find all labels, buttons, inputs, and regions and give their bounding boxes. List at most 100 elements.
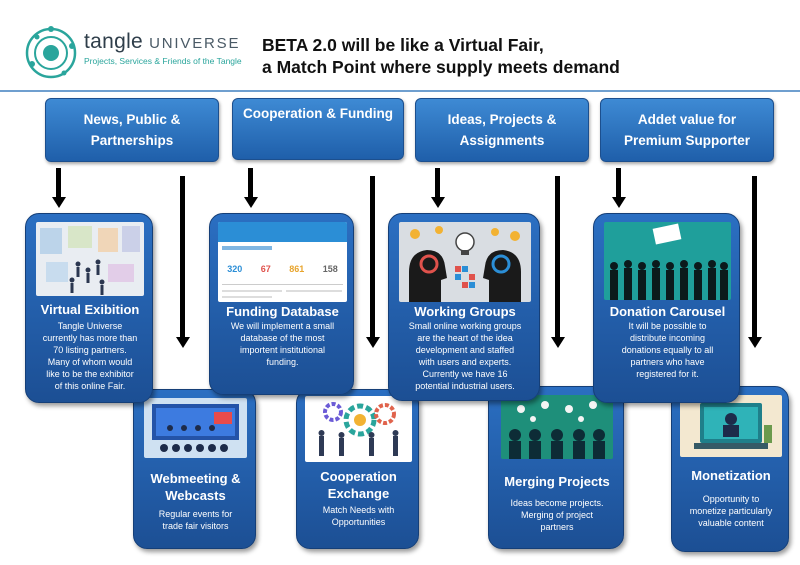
dashboard-stat: 158 bbox=[322, 264, 338, 274]
desc-line: database of the most bbox=[240, 333, 325, 343]
dashboard-row bbox=[222, 296, 272, 298]
desc-line: Match Needs with bbox=[322, 505, 395, 515]
arrow-down-icon bbox=[611, 197, 626, 208]
card-description: It will be possible to distribute incomi… bbox=[594, 320, 741, 380]
desc-line: development and staffed bbox=[415, 345, 515, 355]
dashboard-bar bbox=[222, 246, 272, 250]
funding-dashboard-image: 320 67 861 158 bbox=[218, 222, 347, 302]
card-working-groups: Working Groups Small online working grou… bbox=[388, 213, 540, 401]
brand-tagline: Projects, Services & Friends of the Tang… bbox=[84, 56, 242, 66]
category-label: Assignments bbox=[459, 133, 545, 148]
category-label: Addet value for bbox=[637, 112, 737, 127]
dashboard-stat: 861 bbox=[289, 264, 305, 274]
desc-line: Many of whom would bbox=[47, 357, 133, 367]
headline: BETA 2.0 will be like a Virtual Fair, a … bbox=[262, 34, 762, 78]
tangle-logo-icon bbox=[25, 26, 77, 79]
desc-line: Merging of project bbox=[520, 510, 594, 520]
category-label: Cooperation & Funding bbox=[243, 106, 393, 121]
desc-line: monetize particularly bbox=[689, 506, 773, 516]
monetization-image bbox=[680, 395, 782, 457]
desc-line: are the heart of the idea bbox=[417, 333, 513, 343]
desc-line: Opportunities bbox=[331, 517, 386, 527]
card-title: Donation Carousel bbox=[609, 304, 726, 319]
card-title: Monetization bbox=[672, 467, 790, 484]
arrow-down-icon bbox=[248, 168, 253, 198]
card-title: Working Groups bbox=[414, 304, 516, 319]
card-virtual-exibition: Virtual Exibition Tangle Universe curren… bbox=[25, 213, 153, 403]
desc-line: Currently we have 16 bbox=[422, 369, 508, 379]
card-description: Regular events for trade fair visitors bbox=[134, 508, 257, 532]
desc-line: Small online working groups bbox=[408, 321, 522, 331]
arrow-down-icon bbox=[555, 176, 560, 338]
headline-line-2: a Match Point where supply meets demand bbox=[262, 57, 620, 77]
card-description: We will implement a small database of th… bbox=[210, 320, 355, 368]
donation-carousel-image bbox=[604, 222, 731, 300]
dashboard-row bbox=[286, 290, 342, 292]
desc-line: 70 listing partners. bbox=[53, 345, 127, 355]
card-merging-projects: Merging Projects Ideas become projects. … bbox=[488, 386, 624, 549]
brand: tangle UNIVERSE Projects, Services & Fri… bbox=[84, 30, 254, 66]
desc-line: valuable content bbox=[698, 518, 764, 528]
brand-name: tangle UNIVERSE bbox=[84, 30, 241, 53]
dashboard-header-bar bbox=[218, 222, 347, 242]
desc-line: funding. bbox=[266, 357, 299, 367]
arrow-down-icon bbox=[550, 337, 565, 348]
card-title: Virtual Exibition bbox=[40, 302, 140, 317]
desc-line: potential industrial users. bbox=[415, 381, 515, 391]
card-donation-carousel: Donation Carousel It will be possible to… bbox=[593, 213, 740, 403]
card-cooperation-exchange: Cooperation Exchange Match Needs with Op… bbox=[296, 389, 419, 549]
dashboard-stats: 320 67 861 158 bbox=[218, 264, 347, 274]
arrow-down-icon bbox=[435, 168, 440, 198]
desc-line: importent institutional bbox=[239, 345, 326, 355]
category-label: Ideas, Projects & bbox=[447, 112, 557, 127]
desc-line: trade fair visitors bbox=[162, 521, 229, 531]
card-description: Ideas become projects. Merging of projec… bbox=[489, 497, 625, 533]
working-groups-image bbox=[399, 222, 531, 302]
card-description: Opportunity to monetize particularly val… bbox=[672, 493, 790, 529]
desc-line: Ideas become projects. bbox=[510, 498, 604, 508]
card-title-line: Merging Projects bbox=[504, 474, 610, 489]
desc-line: partners bbox=[540, 522, 574, 532]
card-title-line: Exchange bbox=[327, 486, 390, 501]
desc-line: distribute incoming bbox=[629, 333, 706, 343]
dashboard-stat: 320 bbox=[227, 264, 243, 274]
dashboard-stat: 67 bbox=[260, 264, 271, 274]
category-label: Partnerships bbox=[90, 133, 174, 148]
desc-line: We will implement a small bbox=[230, 321, 335, 331]
card-title: Webmeeting & Webcasts bbox=[134, 470, 257, 504]
virtual-fair-image bbox=[36, 222, 144, 296]
card-title: Funding Database bbox=[226, 304, 339, 319]
arrow-down-icon bbox=[370, 176, 375, 338]
cooperation-image bbox=[305, 396, 412, 462]
card-description: Tangle Universe currently has more than … bbox=[26, 320, 154, 392]
arrow-down-icon bbox=[752, 176, 757, 338]
desc-line: like to be the exhibitor bbox=[46, 369, 134, 379]
card-description: Small online working groups are the hear… bbox=[389, 320, 541, 392]
arrow-down-icon bbox=[56, 168, 61, 198]
desc-line: partners who have bbox=[630, 357, 705, 367]
arrow-down-icon bbox=[365, 337, 380, 348]
category-cooperation-funding: Cooperation & Funding bbox=[232, 98, 404, 160]
desc-line: Tangle Universe bbox=[57, 321, 123, 331]
card-monetization: Monetization Opportunity to monetize par… bbox=[671, 386, 789, 552]
header-divider bbox=[0, 90, 800, 92]
desc-line: It will be possible to bbox=[628, 321, 707, 331]
webmeeting-image bbox=[144, 398, 247, 458]
dashboard-row bbox=[222, 290, 282, 292]
category-label: Premium Supporter bbox=[623, 133, 751, 148]
desc-line: donations equally to all bbox=[621, 345, 714, 355]
headline-line-1: BETA 2.0 will be like a Virtual Fair, bbox=[262, 35, 544, 55]
desc-line: of this online Fair. bbox=[54, 381, 126, 391]
card-title-line: Cooperation bbox=[320, 469, 397, 484]
arrow-down-icon bbox=[243, 197, 258, 208]
card-title: Cooperation Exchange bbox=[297, 468, 420, 502]
card-title: Merging Projects bbox=[489, 473, 625, 490]
category-news-public-partnerships: News, Public &Partnerships bbox=[45, 98, 219, 162]
desc-line: Opportunity to bbox=[702, 494, 760, 504]
dashboard-divider bbox=[222, 284, 343, 285]
card-webmeeting-webcasts: Webmeeting & Webcasts Regular events for… bbox=[133, 389, 256, 549]
desc-line: currently has more than bbox=[42, 333, 138, 343]
arrow-down-icon bbox=[175, 337, 190, 348]
desc-line: with users and experts. bbox=[418, 357, 512, 367]
